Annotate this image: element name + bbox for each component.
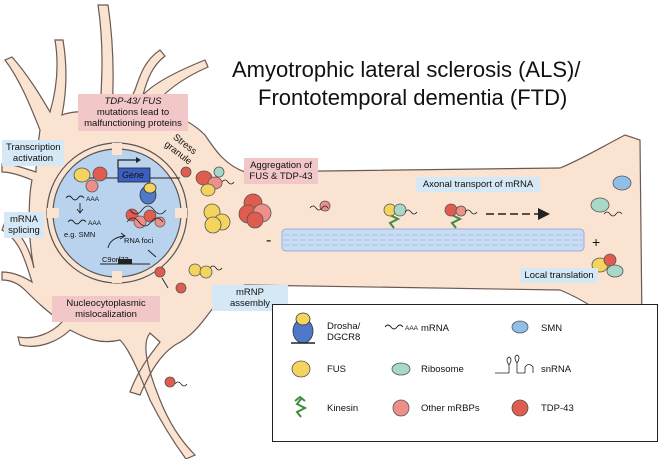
tdp43-icon [511,399,529,417]
nucleocytoplasmic-label: Nucleocytoplasmic mislocalization [52,296,160,322]
kinesin-icon [294,395,308,418]
legend-kinesin-label: Kinesin [327,403,359,414]
title-line-2: Frontotemporal dementia (FTD) [258,85,568,110]
local-translation-label: Local translation [520,268,598,283]
microtubule [281,228,585,252]
other-mrbp-icon [392,399,410,417]
legend-icons: AAA [291,312,534,418]
legend-drosha-label: Drosha/ DGCR8 [327,321,361,343]
legend-fus-label: FUS [327,364,346,375]
gene-label: Gene [122,170,144,180]
fus-icon [291,360,311,378]
ribosome-icon [391,362,411,376]
drosha-complex [143,182,157,194]
svg-text:AAA: AAA [86,196,100,203]
gene-box [117,167,151,183]
kinesin-cargo-1 [383,203,418,229]
legend-snrna-label: snRNA [541,364,572,375]
legend-other-mrbps-label: Other mRBPs [421,403,480,414]
tdp-fus-mutation-label: TDP-43/ FUS mutations lead to malfunctio… [78,94,188,131]
kinesin-cargo-2 [444,203,478,229]
fus-protein [73,167,91,183]
promoter-arrow [117,159,138,168]
eg-smn-label: e.g. SMN [64,230,95,239]
plus-end-label: + [592,234,600,250]
legend-tdp43-label: TDP-43 [541,403,574,414]
diagram-title: Amyotrophic lateral sclerosis (ALS)/ Fro… [232,56,612,112]
legend-smn-label: SMN [541,323,563,334]
minus-end-label: - [266,232,271,249]
title-line-1: Amyotrophic lateral sclerosis (ALS)/ [232,57,581,82]
transcription-activation-label: Transcription activation [2,140,64,166]
aggregation-label: Aggregation of FUS & TDP-43 [244,158,318,184]
tdp43-protein [92,166,108,182]
mrna-squiggle [65,195,85,201]
svg-text:AAA: AAA [405,325,419,332]
mrna-squiggle [67,219,87,225]
svg-text:AAA: AAA [88,220,102,227]
legend-ribosome-label: Ribosome [421,364,464,375]
legend: AAA Drosha/ DGCR8 mRNA SMN FUS Ribosome … [272,304,658,442]
snrna-icon [495,354,534,374]
mrna-icon [384,324,404,330]
nuclear-pore [112,271,122,283]
c9orf72-label: C9orf72 [102,255,129,264]
nuclear-pore [175,208,187,218]
legend-mrna-label: mRNA [421,323,449,334]
nuclear-pore [47,208,59,218]
nuclear-pore [112,143,122,155]
smn-icon [511,320,529,334]
transport-mrnp [309,200,331,212]
axonal-transport-label: Axonal transport of mRNA [416,177,540,192]
rna-foci-label: RNA foci [124,236,154,245]
drosha-icon [291,312,315,344]
mrna-splicing-label: mRNA splicing [4,212,44,238]
other-mrbp [85,179,99,193]
